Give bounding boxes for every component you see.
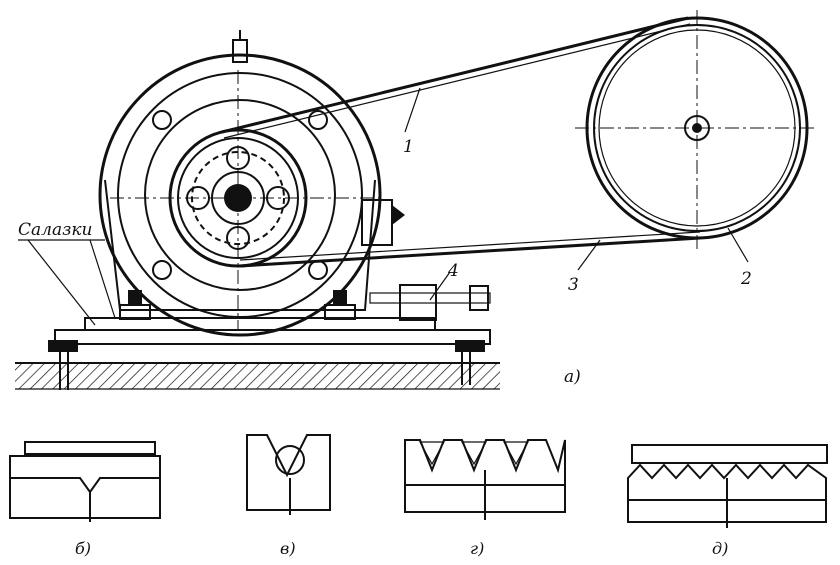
leader-lines xyxy=(18,87,749,326)
foundation xyxy=(15,362,500,390)
label-view-d: д) xyxy=(712,539,728,558)
label-tension-screw: 4 xyxy=(447,261,459,281)
section-v-belts: г) xyxy=(404,439,566,558)
belt xyxy=(221,16,701,268)
center-lines xyxy=(110,10,815,330)
label-driven-pulley: 2 xyxy=(740,269,752,289)
label-view-v: в) xyxy=(280,539,296,558)
label-slides: Салазки xyxy=(18,220,92,240)
label-view-b: б) xyxy=(75,539,91,558)
section-round-belt: в) xyxy=(246,434,331,558)
slides-base xyxy=(48,284,491,390)
section-flat-belt: б) xyxy=(9,441,161,558)
main-labels: 1 2 3 4 Салазки а) xyxy=(18,137,752,387)
section-poly-v-belt: д) xyxy=(627,444,828,558)
electric-motor xyxy=(98,30,405,337)
label-view-a: а) xyxy=(564,367,581,387)
label-belt-slack: 3 xyxy=(568,275,579,295)
label-view-g: г) xyxy=(470,539,484,558)
label-belt: 1 xyxy=(403,137,414,157)
